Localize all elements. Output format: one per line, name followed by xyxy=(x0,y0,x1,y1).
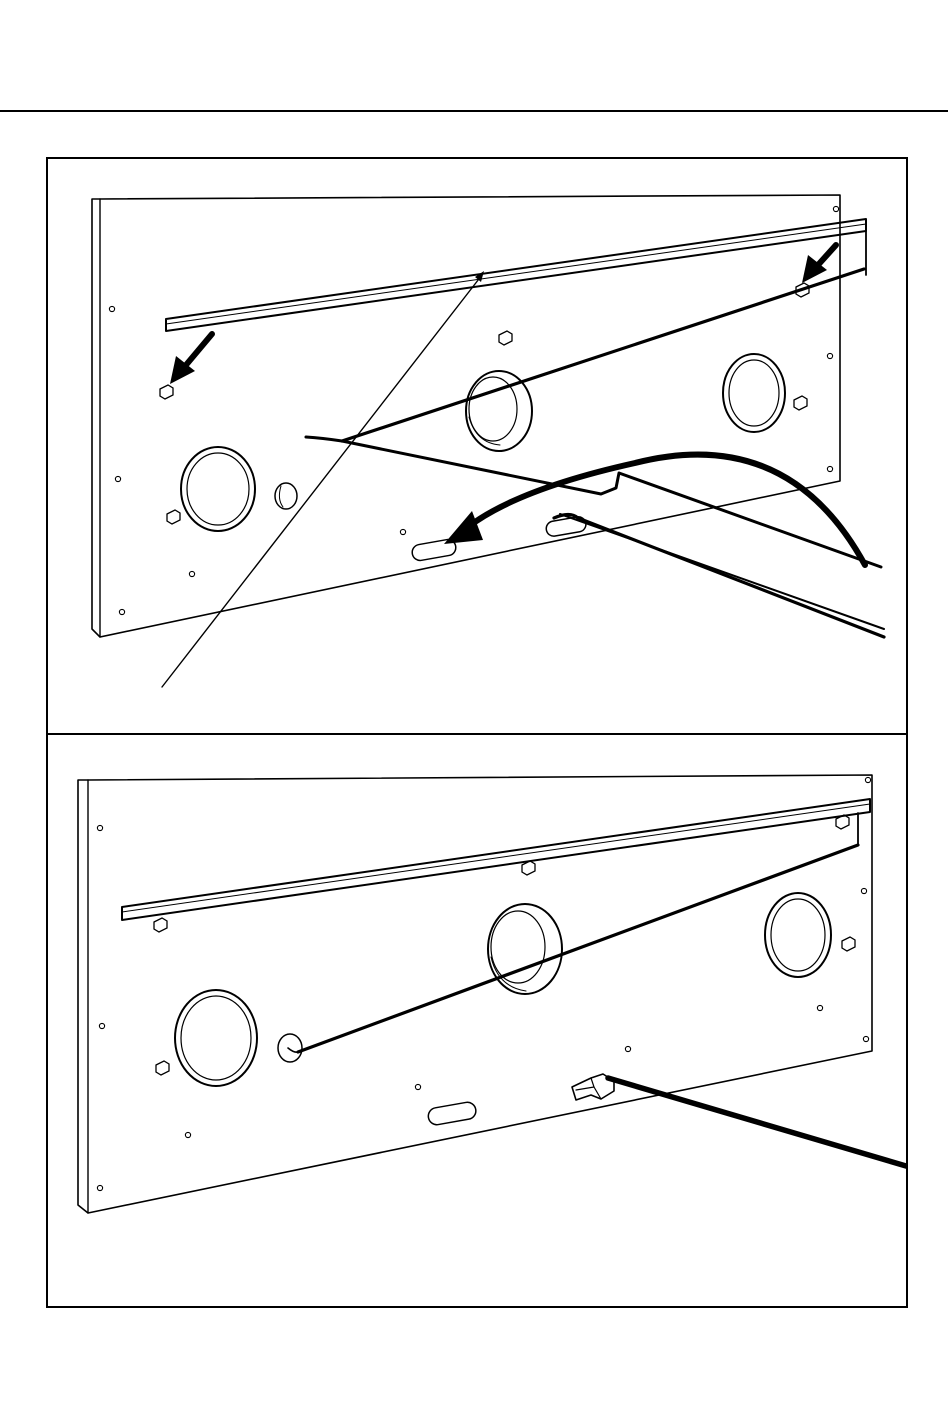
screw-hole xyxy=(817,1005,822,1010)
figure-step-2 xyxy=(46,733,908,1308)
screw-hole xyxy=(833,206,838,211)
mounting-arrows xyxy=(170,245,836,384)
screw-hole xyxy=(185,1132,190,1137)
slots xyxy=(411,516,587,562)
screw-hole xyxy=(119,609,124,614)
screw-hole xyxy=(115,476,120,481)
panel-outline xyxy=(78,775,872,1213)
screw-hole xyxy=(625,1046,630,1051)
screw-hole xyxy=(400,529,405,534)
mounting-studs xyxy=(154,815,855,1075)
slots xyxy=(427,1101,477,1126)
cable xyxy=(288,845,906,1166)
screw-hole xyxy=(189,571,194,576)
round-opening-right xyxy=(723,354,785,432)
small-opening xyxy=(275,483,297,509)
hanging-rail xyxy=(166,219,866,331)
mounting-stud xyxy=(167,510,180,524)
screw-hole xyxy=(861,888,866,893)
mounting-panel xyxy=(78,775,872,1213)
mounting-stud xyxy=(160,385,173,399)
mounting-arrow-left xyxy=(170,334,212,384)
connector xyxy=(572,1074,614,1100)
screw-hole xyxy=(415,1084,420,1089)
screw-hole xyxy=(827,353,832,358)
figure-step-1-drawing xyxy=(48,159,908,735)
hanging-rail xyxy=(122,799,870,920)
small-opening xyxy=(278,1034,302,1062)
screw-hole xyxy=(99,1023,104,1028)
round-opening-left xyxy=(175,990,257,1086)
figure-step-1 xyxy=(46,157,908,735)
screw-hole xyxy=(865,777,870,782)
screw-hole xyxy=(827,466,832,471)
round-openings xyxy=(181,354,785,531)
round-opening-right xyxy=(765,893,831,977)
figure-step-2-drawing xyxy=(48,735,908,1308)
screw-holes xyxy=(109,206,838,614)
cable xyxy=(306,269,884,637)
header-rule xyxy=(0,110,948,112)
mounting-stud xyxy=(156,1061,169,1075)
screw-hole xyxy=(97,1185,102,1190)
mounting-arrow-right xyxy=(802,245,836,283)
mounting-stud xyxy=(842,937,855,951)
screw-hole xyxy=(97,825,102,830)
screw-hole xyxy=(863,1036,868,1041)
round-opening-center xyxy=(488,904,562,994)
round-opening-left xyxy=(181,447,255,531)
screw-hole xyxy=(109,306,114,311)
mounting-stud xyxy=(522,861,535,875)
slot-left xyxy=(427,1101,477,1126)
mounting-stud xyxy=(794,396,807,410)
mounting-stud xyxy=(154,918,167,932)
mounting-stud xyxy=(499,331,512,345)
round-openings xyxy=(175,893,831,1086)
